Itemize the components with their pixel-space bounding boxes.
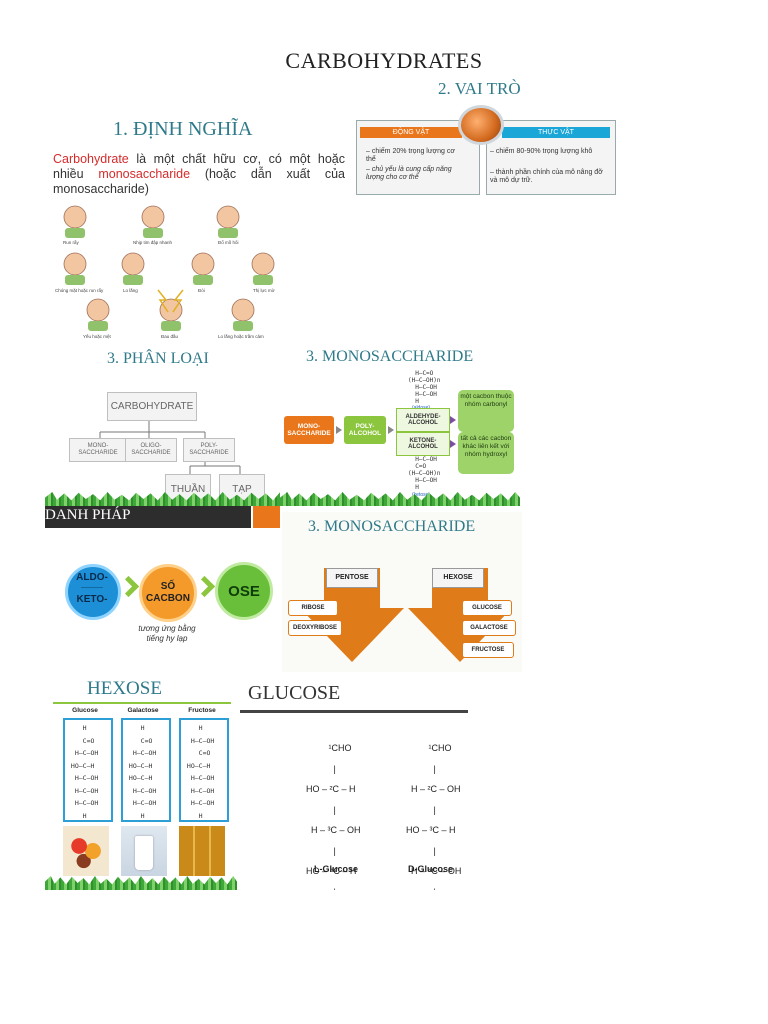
term-monosaccharide: monosaccharide [98,167,191,181]
glucose-item: GLUCOSE [462,600,512,616]
ribose-item: RIBOSE [288,600,338,616]
animal-line2: – chủ yếu là cung cấp năng lượng cho cơ … [366,166,452,181]
glucose-structure: H C=O H–C–OH HO–C–H H–C–OH H–C–OH H–C–OH… [70,724,99,820]
carbonyl-note: một cacbon thuộc nhóm carbonyl [458,390,514,432]
term-carbohydrate: Carbohydrate [53,152,129,166]
fruit-image [63,826,109,876]
hexose-panel: HEXOSE Glucose Galactose Fructose H C=O … [45,674,237,890]
document-title: CARBOHYDRATES [285,48,483,73]
monosaccharide-heading-2: 3. MONOSACCHARIDE [308,518,476,535]
symptom-label: Nhịp tim đập nhanh [133,240,173,245]
symptom-label: Run rẩy [63,240,79,245]
plant-line1: – chiếm 80-90% trọng lượng khô [490,148,593,155]
monosaccharide-panel-2: 3. MONOSACCHARIDE PENTOSE HEXOSE RIBOSE … [282,512,522,672]
symptom-label: Đói [198,288,205,293]
aldehyde-alcohol-box: ALDEHYDE- ALCOHOL [396,408,450,432]
monosaccharide-heading-1: 3. MONOSACCHARIDE [306,348,474,365]
carbon-count-circle: SỐ CACBON [139,564,197,622]
symptom-label: Lo lắng [123,288,138,293]
classification-heading: 3. PHÂN LOẠI [107,350,209,367]
definition-text-part1: là một chất hữu cơ, có một hoặc nhiều [53,152,345,181]
definition-panel: 1. ĐỊNH NGHĨA Carbohydrate là một chất h… [45,112,350,340]
definition-text-part2: (hoặc dẫn xuất của monosaccharide) [53,167,345,196]
monosaccharide-panel-1: 3. MONOSACCHARIDE H–C=O (H–C–OH)n H–C–OH… [280,342,520,506]
animal-line1: – chiếm 20% trọng lượng cơ thể [366,148,455,163]
arrow-icon [336,426,342,434]
plant-label: THỰC VẬT [502,127,610,138]
role-heading: 2. VAI TRÒ [438,79,521,98]
symptom-label: Đau đầu [161,334,179,339]
symptom-label: Chóng mặt hoặc run rẩy [55,288,104,293]
naming-header-bar [45,506,251,528]
aldo-label: ALDO- [76,572,108,583]
fructose-item: FRUCTOSE [462,642,514,658]
ose-circle: OSE [215,562,273,620]
fructose-structure: H H–C–OH C=O HO–C–H H–C–OH H–C–OH H–C–OH… [186,724,215,820]
hexose-col-label: Galactose [127,707,159,714]
arrow-icon [388,426,394,434]
ketose-label: (ketose) [412,492,431,498]
hexose-heading: HEXOSE [87,678,162,699]
hydroxyl-note: tất cả các cacbon khác liên kết với nhóm… [458,432,514,474]
hexose-col-label: Glucose [72,707,98,714]
hexose-header-line [53,702,231,704]
keto-label: KETO- [76,594,108,605]
definition-text: Carbohydrate là một chất hữu cơ, có một … [53,152,345,197]
grass-decoration [45,876,237,890]
ketose-structure: H–C–OH C=O (H–C–OH)n H–C–OH H [408,456,441,491]
aldo-keto-separator: ----------- [81,585,103,591]
polyalcohol-box: POLY- ALCOHOL [344,416,386,444]
arrow-icon [450,440,456,448]
symptom-label: Yếu hoặc mệt [83,334,111,339]
aldose-structure: H–C=O (H–C–OH)n H–C–OH H–C–OH H [408,370,441,405]
glucose-panel: GLUCOSE ¹CHO | HO – ²C – H | H – ³C – OH… [240,678,468,890]
symptom-label: Thị lực mờ [253,288,275,293]
role-bowl-icon [458,105,504,145]
glucose-structure-box [63,718,113,822]
naming-panel: DANH PHÁP ALDO- ----------- KETO- SỐ CAC… [45,506,280,672]
plant-line2: – thành phần chính của mô nâng đỡ và mô … [490,169,603,184]
chevron-right-icon [117,575,140,598]
symptom-illustrations [63,205,275,331]
glucose-header-line [240,710,468,713]
animal-label: ĐỘNG VẬT [360,127,462,138]
d-glucose-label: D-Glucose [408,864,454,874]
symptom-label: Lo lắng hoặc trầm cảm [218,334,264,339]
naming-header-accent [253,506,280,528]
glucose-heading: GLUCOSE [248,682,341,704]
definition-heading: 1. ĐỊNH NGHĨA [113,118,253,140]
honey-image [179,826,225,876]
chevron-right-icon [193,575,216,598]
galactose-structure: H C=O H–C–OH HO–C–H HO–C–H H–C–OH H–C–OH… [128,724,157,820]
symptom-label: Đổ mồ hôi [218,240,239,245]
oligosaccharide-node: OLIGO- SACCHARIDE [125,438,177,462]
polysaccharide-node: POLY- SACCHARIDE [183,438,235,462]
hexose-col-label: Fructose [188,707,216,714]
galactose-structure-box [121,718,171,822]
arrow-icon [450,416,456,424]
deoxyribose-item: DEOXYRIBOSE [288,620,342,636]
grass-decoration [45,492,285,506]
classification-panel: 3. PHÂN LOẠI CARBOHYDRATE MONO- SACCHARI… [45,342,285,506]
milk-image [121,826,167,876]
monosaccharide-box: MONO- SACCHARIDE [284,416,334,444]
pentose-hexose-arrows [300,568,512,662]
monosaccharide-node: MONO- SACCHARIDE [69,438,127,462]
carbohydrate-node: CARBOHYDRATE [107,392,197,421]
naming-note: tương ứng bằng tiếng hy lạp [138,624,196,643]
l-glucose-label: L-Glucose [314,864,359,874]
pentose-label: PENTOSE [326,568,378,588]
d-glucose-structure: ¹CHO | H – ²C – OH | HO – ³C – H | H – ⁴… [406,743,462,890]
classification-connectors [99,420,241,474]
naming-heading: DANH PHÁP [45,507,131,523]
ketone-alcohol-box: KETONE- ALCOHOL [396,432,450,456]
role-panel: 2. VAI TRÒ ĐỘNG VẬT THỰC VẬT – chiếm 20%… [352,75,620,195]
aldo-keto-circle [65,564,121,620]
fructose-structure-box [179,718,229,822]
grass-decoration [280,492,520,506]
l-glucose-structure: ¹CHO | HO – ²C – H | H – ³C – OH | HO – … [306,743,361,890]
galactose-item: GALACTOSE [462,620,516,636]
hexose-label: HEXOSE [432,568,484,588]
